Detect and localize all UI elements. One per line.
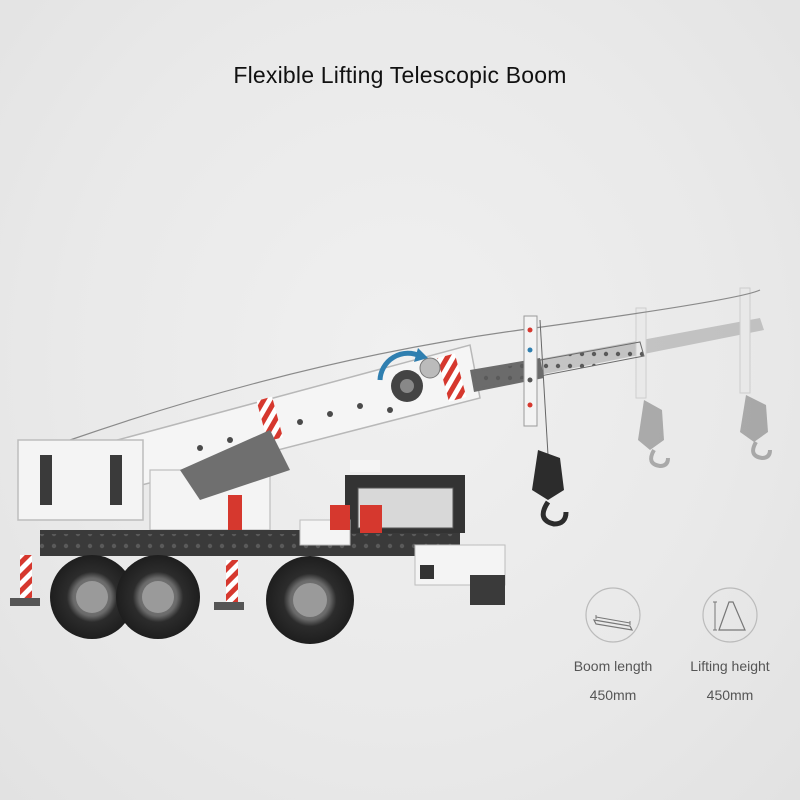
spec-lifting-height: Lifting height 450mm <box>670 586 790 703</box>
boom-length-icon <box>584 586 642 644</box>
crane-turret <box>17 430 290 535</box>
headline: Flexible Lifting Telescopic Boom <box>233 62 567 88</box>
spec-boom-length: Boom length 450mm <box>553 586 673 703</box>
boom-cable <box>69 289 761 441</box>
spec-label: Boom length <box>573 658 653 674</box>
lifting-height-icon <box>701 586 759 644</box>
spec-value: 450mm <box>589 687 637 703</box>
truck-cab <box>299 460 506 605</box>
hook-arm <box>523 315 569 527</box>
spec-value: 450mm <box>706 687 754 703</box>
truck-chassis <box>10 530 460 610</box>
spec-label: Lifting height <box>690 658 770 674</box>
truck-wheels <box>50 555 354 644</box>
